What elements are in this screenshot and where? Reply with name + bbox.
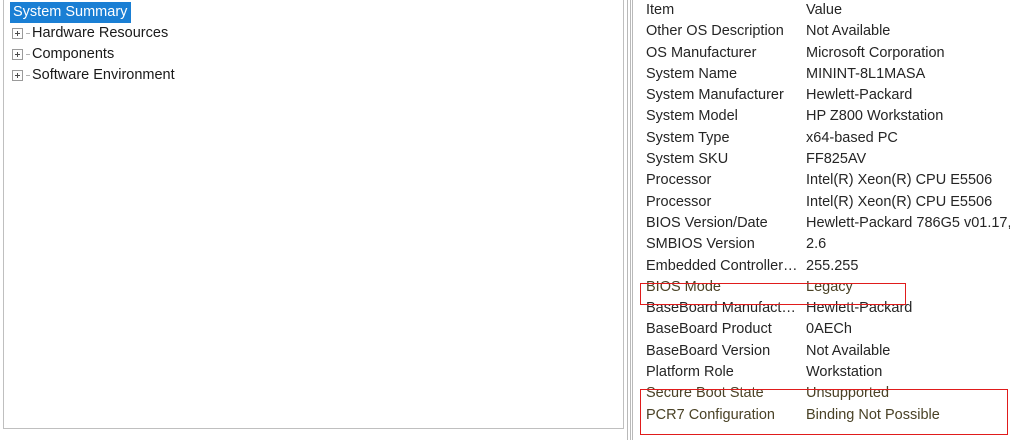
tree-item-system-summary-label: System Summary xyxy=(10,2,132,23)
detail-row-value: Not Available xyxy=(806,342,891,359)
detail-row[interactable]: System Type x64-based PC xyxy=(637,128,1010,149)
detail-row-item: Embedded Controller V... xyxy=(646,257,798,274)
detail-row[interactable]: Processor Intel(R) Xeon(R) CPU E5506 xyxy=(637,170,1010,191)
plus-box-icon[interactable] xyxy=(12,70,23,81)
detail-row[interactable]: BaseBoard Product 0AECh xyxy=(637,319,1010,340)
detail-row-value: Not Available xyxy=(806,23,891,40)
detail-row-value: 0AECh xyxy=(806,321,852,338)
detail-row-value: 2.6 xyxy=(806,236,827,253)
detail-row-item: BaseBoard Version xyxy=(646,342,771,359)
detail-row-item: System SKU xyxy=(646,151,729,168)
tree-item-components[interactable]: Components xyxy=(4,44,623,65)
detail-row[interactable]: Other OS Description Not Available xyxy=(637,21,1010,42)
detail-row-item: BaseBoard Manufacturer xyxy=(646,300,798,317)
detail-row-value: Hewlett-Packard xyxy=(806,300,913,317)
detail-row-value: Legacy xyxy=(806,278,853,295)
detail-row[interactable]: BIOS Version/Date Hewlett-Packard 786G5 v… xyxy=(637,213,1010,234)
detail-row-item: Platform Role xyxy=(646,364,734,381)
detail-row-item: Processor xyxy=(646,172,712,189)
detail-row[interactable]: System Manufacturer Hewlett-Packard xyxy=(637,85,1010,106)
detail-row-value: Intel(R) Xeon(R) CPU E5506 xyxy=(806,193,993,210)
detail-row-value: FF825AV xyxy=(806,151,867,168)
detail-row-value: MININT-8L1MASA xyxy=(806,65,926,82)
detail-row-item: OS Manufacturer xyxy=(646,44,757,61)
tree-item-software-environment[interactable]: Software Environment xyxy=(4,65,623,86)
tree-connector-line xyxy=(26,54,30,55)
detail-row-item: System Manufacturer xyxy=(646,87,784,104)
detail-row-value: Workstation xyxy=(806,364,883,381)
tree-connector-line xyxy=(26,33,30,34)
column-header-item[interactable]: Item xyxy=(646,2,675,18)
detail-row[interactable]: BaseBoard Manufacturer Hewlett-Packard xyxy=(637,298,1010,319)
detail-row[interactable]: SMBIOS Version 2.6 xyxy=(637,234,1010,255)
detail-row-value: Microsoft Corporation xyxy=(806,44,945,61)
detail-row[interactable]: System Name MININT-8L1MASA xyxy=(637,64,1010,85)
navigation-tree-panel[interactable]: System Summary Hardware Resources Compon… xyxy=(3,0,624,429)
detail-row-item: Secure Boot State xyxy=(646,385,764,402)
splitter-line xyxy=(627,0,628,440)
detail-row-value: Hewlett-Packard xyxy=(806,87,913,104)
detail-row[interactable]: PCR7 Configuration Binding Not Possible xyxy=(637,405,1010,426)
detail-row[interactable]: OS Manufacturer Microsoft Corporation xyxy=(637,43,1010,64)
detail-row-value: Unsupported xyxy=(806,385,890,402)
column-header-value[interactable]: Value xyxy=(806,2,843,18)
detail-row[interactable]: BIOS Mode Legacy xyxy=(637,277,1010,298)
tree-item-software-environment-label: Software Environment xyxy=(32,67,175,83)
plus-box-icon[interactable] xyxy=(12,49,23,60)
detail-row-value: Hewlett-Packard 786G5 v01.17, 8/ xyxy=(806,214,1010,231)
detail-row-item: BIOS Version/Date xyxy=(646,214,768,231)
detail-row-item: System Type xyxy=(646,129,730,146)
panel-splitter[interactable] xyxy=(626,0,637,440)
detail-header-row: Item Value xyxy=(637,0,1010,21)
detail-row-value: 255.255 xyxy=(806,257,859,274)
detail-row-value: Binding Not Possible xyxy=(806,406,940,423)
detail-row-value: HP Z800 Workstation xyxy=(806,108,944,125)
detail-row[interactable]: Platform Role Workstation xyxy=(637,362,1010,383)
plus-box-icon[interactable] xyxy=(12,28,23,39)
detail-row-item: PCR7 Configuration xyxy=(646,406,775,423)
detail-row-item: SMBIOS Version xyxy=(646,236,755,253)
tree-item-hardware-resources-label: Hardware Resources xyxy=(32,25,169,41)
detail-row-item: Other OS Description xyxy=(646,23,784,40)
detail-row-item: Processor xyxy=(646,193,712,210)
detail-row-value: Intel(R) Xeon(R) CPU E5506 xyxy=(806,172,993,189)
detail-row-value: x64-based PC xyxy=(806,129,898,146)
detail-row[interactable]: Secure Boot State Unsupported xyxy=(637,383,1010,404)
detail-row[interactable]: Processor Intel(R) Xeon(R) CPU E5506 xyxy=(637,192,1010,213)
detail-row-item: System Name xyxy=(646,65,738,82)
splitter-line xyxy=(630,0,631,440)
detail-row-item: System Model xyxy=(646,108,738,125)
tree-connector-line xyxy=(26,75,30,76)
tree-item-components-label: Components xyxy=(32,46,115,62)
detail-row[interactable]: System Model HP Z800 Workstation xyxy=(637,106,1010,127)
detail-row-item: BIOS Mode xyxy=(646,278,721,295)
detail-row[interactable]: BaseBoard Version Not Available xyxy=(637,341,1010,362)
detail-row-item: BaseBoard Product xyxy=(646,321,772,338)
splitter-line xyxy=(632,0,633,440)
detail-row[interactable]: Embedded Controller V... 255.255 xyxy=(637,256,1010,277)
detail-row[interactable]: System SKU FF825AV xyxy=(637,149,1010,170)
tree-item-system-summary[interactable]: System Summary xyxy=(4,2,623,23)
tree-item-hardware-resources[interactable]: Hardware Resources xyxy=(4,23,623,44)
